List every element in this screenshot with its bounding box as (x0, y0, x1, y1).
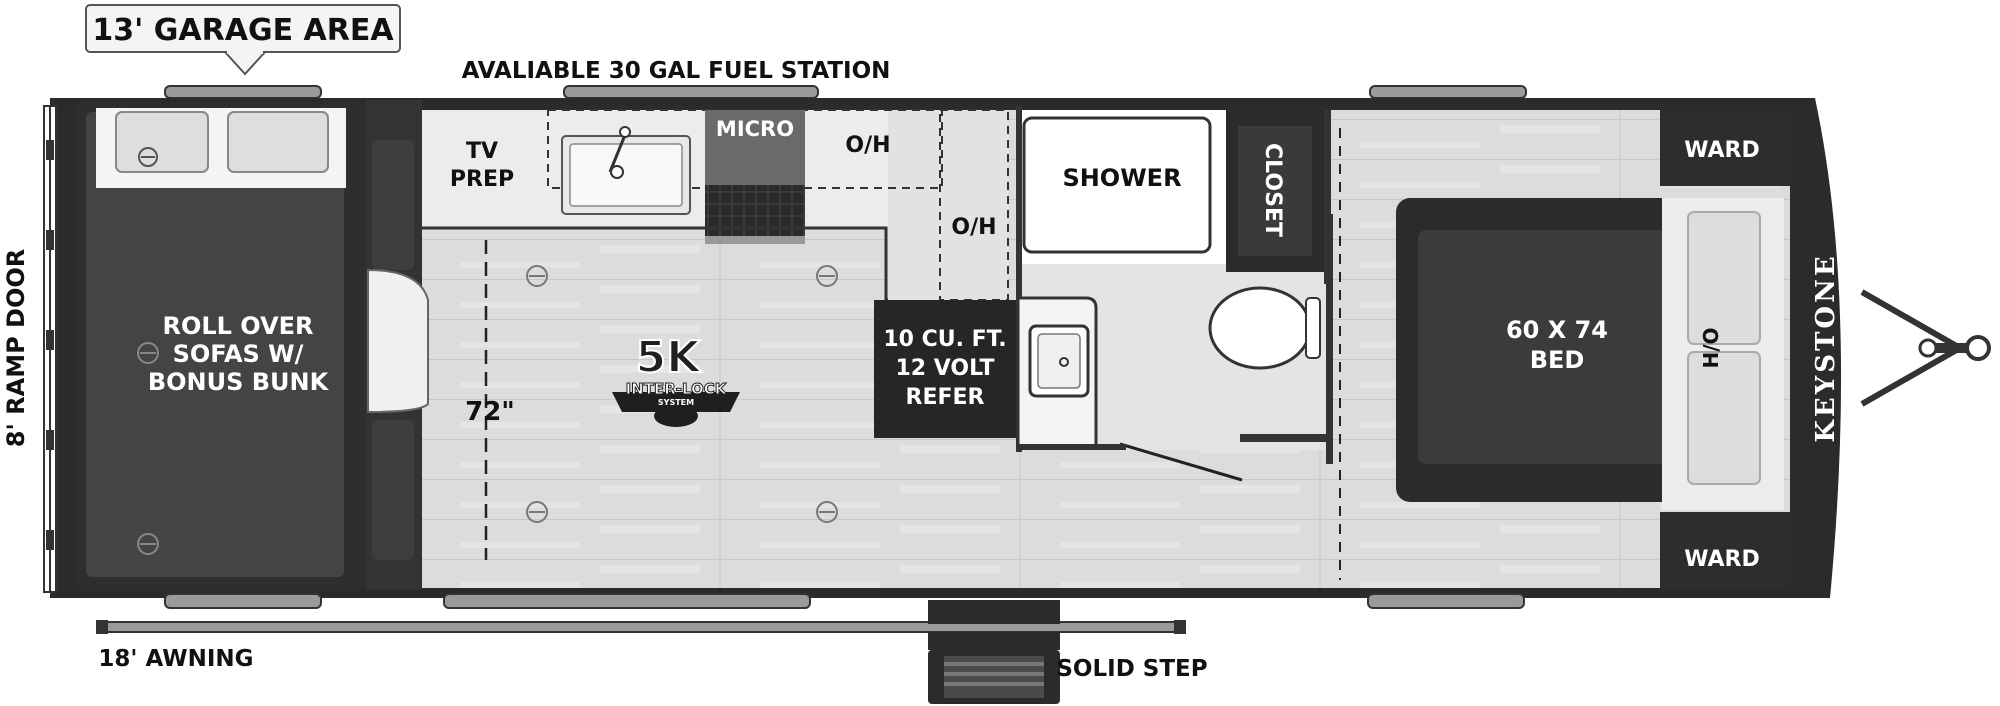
logo-mid: INTER-LOCK (626, 380, 728, 398)
brand-label: KEYSTONE (1811, 253, 1841, 442)
garage-divider (366, 100, 429, 590)
ward-bottom-label: WARD (1684, 547, 1760, 572)
microwave-range (705, 110, 805, 244)
tie-down-markers-living (526, 265, 838, 523)
ward-top-label: WARD (1684, 138, 1760, 163)
refer-line-1: 10 CU. FT. (883, 327, 1006, 352)
hitch (1860, 289, 1991, 407)
bathroom (1016, 106, 1333, 482)
bedroom (1396, 110, 1790, 588)
kitchen-counter (422, 109, 1009, 301)
shower-label: SHOWER (1062, 164, 1181, 192)
interlock-logo: 5K INTER-LOCK SYSTEM (612, 331, 740, 427)
sofa-line-1: ROLL OVER (162, 312, 313, 340)
awning-label: 18' AWNING (98, 646, 253, 672)
tv-line-2: PREP (450, 167, 514, 192)
sofa-line-3: BONUS BUNK (148, 368, 330, 396)
garage-area (76, 102, 366, 592)
overhead-top-label: O/H (845, 133, 890, 158)
awning (96, 620, 1186, 634)
solid-step-label: SOLID STEP (1056, 656, 1207, 682)
refer-line-2: 12 VOLT (896, 356, 995, 381)
refrigerator (874, 300, 1018, 438)
overhead-side-label: O/H (951, 215, 996, 240)
closet-label: CLOSET (1260, 143, 1285, 237)
logo-small: SYSTEM (658, 398, 694, 407)
micro-label: MICRO (716, 117, 794, 141)
tie-down-markers-garage (137, 342, 159, 555)
ramp-door-label: 8' RAMP DOOR (2, 249, 30, 448)
sofa-line-2: SOFAS W/ (173, 340, 304, 368)
bed-line-1: 60 X 74 (1506, 316, 1608, 344)
width-dimension-label: 72" (465, 397, 515, 427)
garage-area-label: 13' GARAGE AREA (92, 13, 394, 48)
logo-big: 5K (636, 332, 703, 383)
refer-line-3: REFER (906, 385, 985, 410)
bottom-windows (164, 593, 1525, 609)
bed-line-2: BED (1530, 346, 1585, 374)
fuel-station-label: AVALIABLE 30 GAL FUEL STATION (462, 58, 891, 84)
tv-line-1: TV (466, 139, 498, 164)
ramp-door (43, 105, 57, 593)
top-windows (164, 85, 1527, 99)
solid-step (928, 600, 1060, 704)
headboard-label: H/O (1699, 327, 1723, 368)
garage-area-callout: 13' GARAGE AREA (85, 4, 401, 76)
